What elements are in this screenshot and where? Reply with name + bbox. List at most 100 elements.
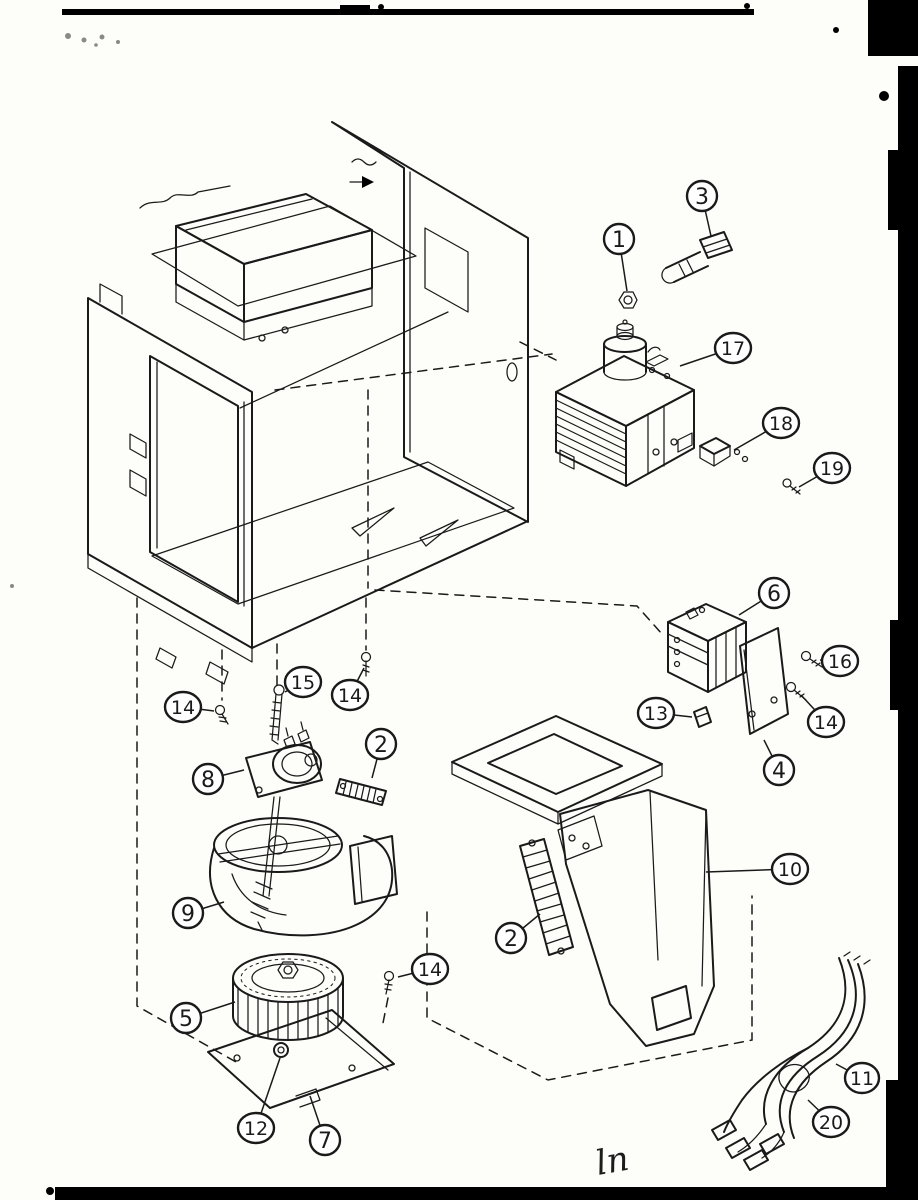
direction-arrow: [362, 176, 374, 188]
cabinet-vent-opening: [424, 227, 469, 313]
plate-hole: [348, 1064, 356, 1072]
mounting-bracket-plate: [739, 627, 789, 735]
frame-foot-tab: [155, 647, 177, 669]
magnetron-dome-base: [603, 371, 647, 381]
callout-2-lower: 2: [494, 913, 541, 955]
wire-cut-marks: [843, 951, 871, 965]
plate-center-hole-inner: [277, 1046, 285, 1054]
motor-terminals: [283, 721, 310, 749]
housing-scroll-inner: [231, 873, 287, 916]
cabinet-chassis: [87, 121, 529, 685]
motor-body: [272, 744, 322, 784]
mounting-nut: [618, 291, 638, 309]
cabinet-bottom-rail: [251, 520, 529, 649]
duct-frame-outer: [451, 715, 663, 813]
strip-hole: [557, 947, 565, 955]
callout-20-label: 20: [819, 1112, 843, 1134]
duct-frame-opening: [487, 733, 623, 795]
connector-block: [699, 231, 733, 259]
spade-terminal: [725, 1137, 751, 1159]
callout-14-left: 14: [163, 690, 215, 724]
cavity-ceiling-edge: [239, 311, 449, 409]
callout-6-bubble: [757, 576, 791, 610]
scan-dirt: [81, 37, 87, 43]
callout-9-label: 9: [181, 902, 195, 927]
callout-8: 8: [191, 762, 245, 796]
plate-notch: [295, 1088, 321, 1108]
callout-9-bubble: [171, 896, 205, 930]
callout-16-bubble: [820, 644, 860, 678]
wheel-sides: [232, 977, 344, 1017]
strip-hole: [376, 795, 384, 803]
callout-16: 16: [819, 644, 860, 678]
bracket-hole: [748, 710, 756, 718]
scan-speck: [879, 91, 889, 101]
wheel-top-vanes: [240, 958, 336, 998]
blower-mounting-plate: [207, 970, 395, 1109]
terminal-strip-lower: [519, 838, 574, 956]
callout-14-left-bubble: [163, 690, 203, 724]
callout-13-bubble: [636, 696, 676, 730]
screw-head: [782, 478, 792, 488]
guide-line: [381, 997, 389, 1029]
plate-fold-line: [325, 1017, 389, 1071]
callout-14-mid-bubble: [330, 678, 370, 712]
callout-1: 1: [602, 222, 636, 292]
duct-tab-hole: [568, 834, 576, 842]
callout-7-label: 7: [318, 1129, 332, 1154]
scan-top-bump: [340, 5, 370, 11]
mount-hole: [670, 438, 678, 446]
small-bracket-top: [699, 437, 731, 455]
callout-8-bubble: [191, 762, 225, 796]
strip-hole: [528, 839, 536, 847]
side-plate-folds: [647, 405, 665, 475]
callout-1-bubble: [602, 222, 636, 256]
scan-artifacts: [10, 0, 918, 1200]
scan-speck: [833, 27, 839, 33]
waveguide-cover-side: [243, 229, 373, 323]
callout-2-lower-label: 2: [504, 927, 518, 952]
antenna-cap-base: [616, 331, 634, 341]
duct-panel: [559, 789, 715, 1047]
motor-end-cap: [304, 753, 318, 767]
terminal: [673, 636, 681, 644]
cabinet-top-base-plate: [151, 205, 417, 307]
screw-head: [383, 970, 395, 982]
shaft-spring: [250, 881, 273, 931]
callout-12: 12: [236, 1057, 281, 1145]
callout-14-right-label: 14: [814, 712, 838, 734]
callout-20: 20: [807, 1099, 851, 1139]
frame-top-notch: [99, 283, 123, 315]
callout-10: 10: [705, 852, 810, 886]
antenna-tip: [622, 319, 628, 325]
callout-6-label: 6: [767, 582, 781, 607]
callout-5: 5: [169, 1001, 236, 1035]
callout-7: 7: [308, 1095, 342, 1157]
callout-14-bottom-label: 14: [418, 959, 442, 981]
retainer-clip: [693, 706, 712, 728]
terminal-wire: [647, 346, 661, 353]
wire: [762, 957, 847, 1125]
bracket-screw: [733, 448, 741, 456]
callout-11: 11: [835, 1061, 881, 1095]
callout-13: 13: [636, 696, 693, 730]
magnetron-dome-sides: [603, 343, 647, 373]
screw-hole: [281, 326, 289, 334]
callout-18-bubble: [761, 406, 801, 440]
housing-strap: [217, 835, 341, 863]
screw-head: [360, 651, 372, 663]
motor-body-inner: [281, 751, 313, 777]
terminal-strip-teeth: [522, 849, 571, 945]
callout-2-upper-bubble: [364, 727, 398, 761]
callout-14-right: 14: [800, 694, 846, 739]
callout-19-bubble: [812, 451, 852, 485]
terminal: [673, 648, 681, 656]
duct-mount-tab: [557, 815, 603, 861]
spade-terminal: [743, 1149, 769, 1171]
magnetron-foot: [677, 432, 693, 453]
duct-bottom-notch: [651, 985, 692, 1031]
frame-thickness-lines: [156, 361, 245, 607]
callout-2-upper: 2: [364, 727, 398, 779]
wheel-hub-hole: [283, 965, 293, 975]
